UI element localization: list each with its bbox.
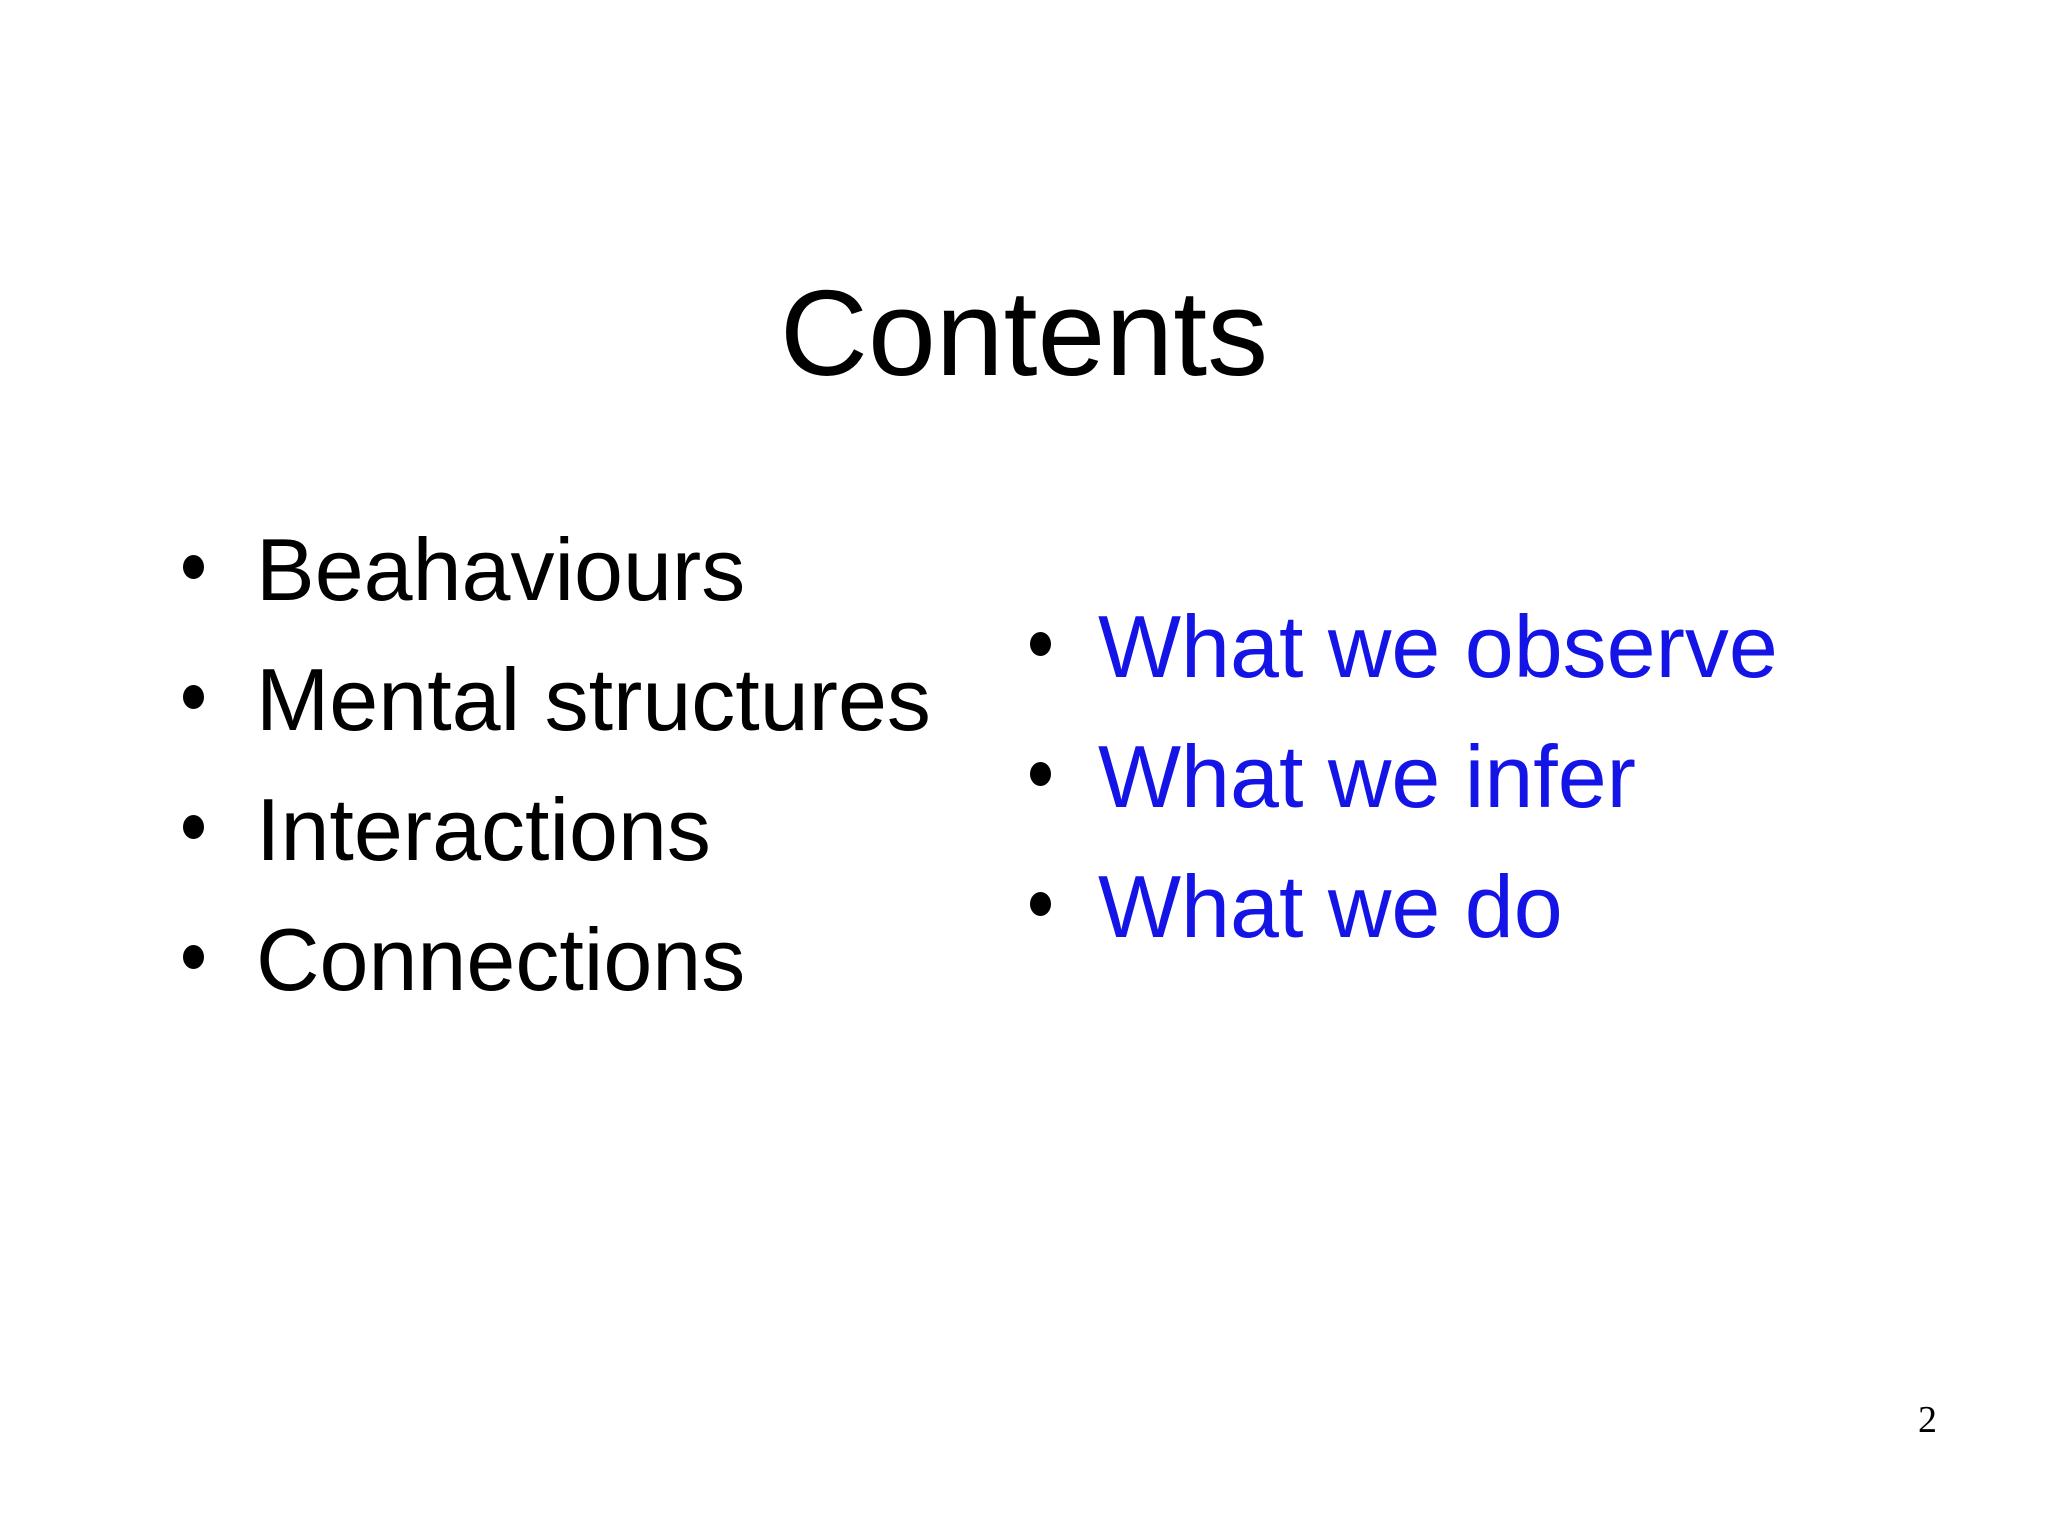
list-item-label: What we observe	[1098, 597, 1778, 696]
contents-list-right: What we observe What we infer What we do	[1030, 582, 1778, 972]
bullet-marker	[183, 815, 204, 839]
list-item-label: What we do	[1098, 857, 1563, 956]
list-item: What we infer	[1030, 712, 1778, 842]
bullet-marker	[183, 555, 204, 579]
bullet-marker	[1030, 632, 1051, 656]
list-item: Beahaviours	[183, 505, 931, 635]
list-item: What we do	[1030, 842, 1778, 972]
list-item-label: Interactions	[256, 780, 711, 879]
bullet-marker	[183, 685, 204, 709]
list-item-label: What we infer	[1098, 727, 1636, 826]
bullet-marker	[1030, 892, 1051, 916]
bullet-marker	[1030, 762, 1051, 786]
list-item: What we observe	[1030, 582, 1778, 712]
list-item-label: Mental structures	[256, 650, 931, 749]
list-item: Connections	[183, 895, 931, 1025]
list-item: Interactions	[183, 765, 931, 895]
list-item-label: Connections	[256, 910, 746, 1009]
list-item-label: Beahaviours	[256, 520, 746, 619]
page-number: 2	[1918, 1399, 1937, 1441]
bullet-marker	[183, 945, 204, 969]
list-item: Mental structures	[183, 635, 931, 765]
slide-title: Contents	[779, 265, 1269, 401]
contents-list-left: Beahaviours Mental structures Interactio…	[183, 505, 931, 1025]
